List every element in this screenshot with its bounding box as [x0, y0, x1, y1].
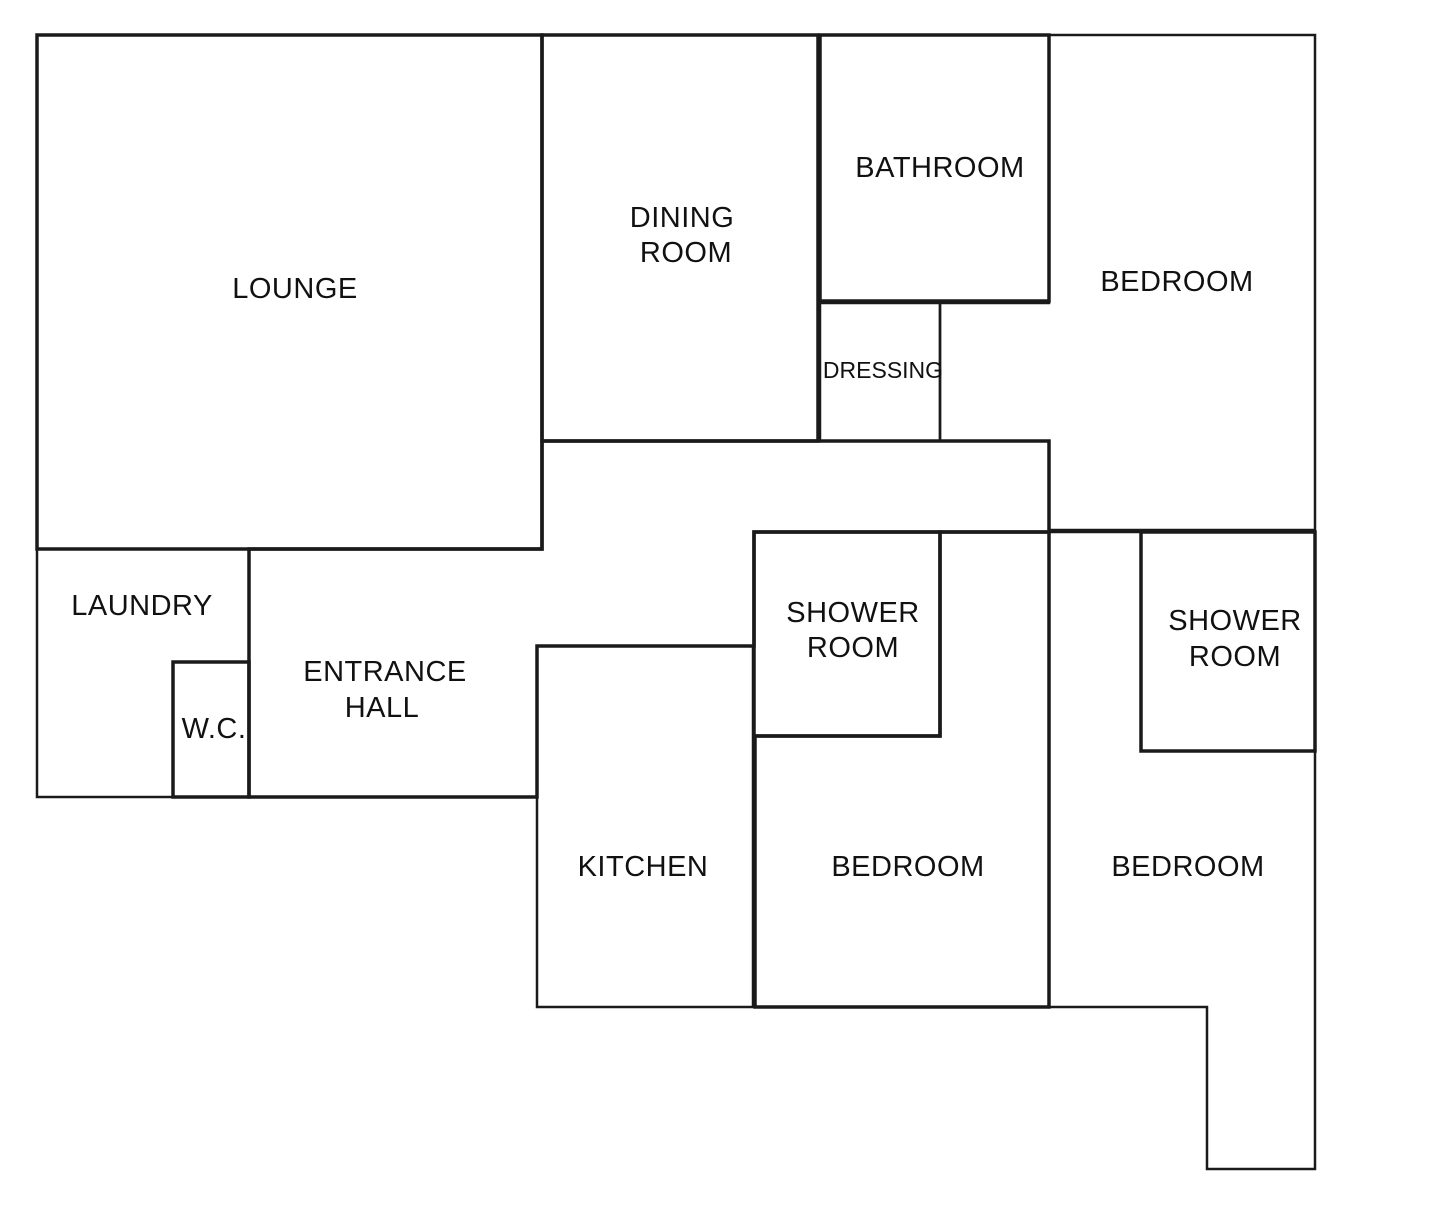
shower-room-1-label-line1: SHOWER: [786, 597, 920, 629]
lounge-label: LOUNGE: [232, 273, 357, 305]
shower-room-1-label-line2: ROOM: [807, 632, 899, 664]
corridor-room: [247, 439, 1051, 799]
kitchen-room: [535, 644, 755, 1009]
dining-room-label-line1: DINING: [630, 202, 735, 234]
laundry-label: LAUNDRY: [71, 590, 213, 622]
bedroom-3-label: BEDROOM: [1111, 851, 1264, 883]
wc-label: W.C.: [182, 713, 247, 745]
walls: [35, 33, 1317, 1171]
bedroom-2-label: BEDROOM: [831, 851, 984, 883]
bathroom-label: BATHROOM: [855, 152, 1024, 184]
entrance-hall-label-line1: ENTRANCE: [303, 656, 467, 688]
entrance-hall-label-line2: HALL: [345, 692, 420, 724]
wc-room: [171, 660, 251, 799]
bedroom-3-room: [1047, 530, 1317, 1171]
dressing-label: DRESSING: [823, 357, 943, 383]
laundry-room: [35, 547, 251, 799]
bedroom-main-label: BEDROOM: [1100, 266, 1253, 298]
shower-room-2-label-line2: ROOM: [1189, 641, 1281, 673]
room-labels: LOUNGE DINING ROOM BATHROOM BEDROOM DRES…: [71, 152, 1302, 883]
shower-room-2-label-line1: SHOWER: [1168, 605, 1302, 637]
dining-room-label-line2: ROOM: [640, 237, 732, 269]
kitchen-label: KITCHEN: [578, 851, 709, 883]
